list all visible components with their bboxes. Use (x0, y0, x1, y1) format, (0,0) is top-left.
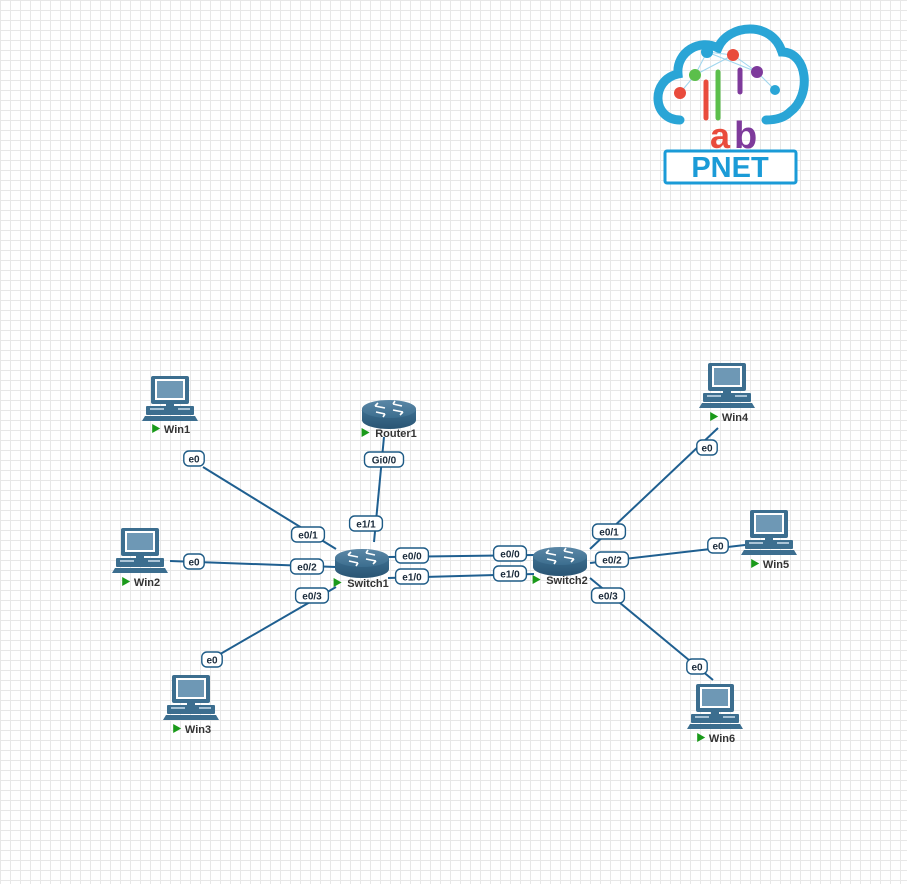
running-indicator-icon (751, 559, 760, 568)
port-label: e1/0 (492, 565, 528, 582)
node-win5[interactable]: Win5 (741, 510, 797, 571)
node-win3[interactable]: Win3 (163, 675, 219, 736)
svg-text:e0/2: e0/2 (602, 556, 622, 567)
port-label: e0/2 (594, 551, 630, 568)
running-indicator-icon (532, 575, 541, 584)
svg-text:e0/1: e0/1 (298, 531, 318, 542)
router-icon (335, 549, 389, 578)
port-label: e0/1 (290, 526, 326, 543)
port-label: e0 (201, 651, 223, 668)
pc-icon (687, 684, 743, 729)
svg-text:e0/0: e0/0 (500, 550, 520, 561)
pnet-lab-logo: a b PNET (653, 24, 809, 185)
running-indicator-icon (697, 733, 706, 742)
port-label: e0 (183, 450, 205, 467)
node-label: Win5 (763, 559, 789, 571)
node-label: Win6 (709, 733, 735, 745)
logo-brand-text: PNET (691, 152, 769, 184)
port-label: e0 (696, 439, 718, 456)
running-indicator-icon (173, 724, 182, 733)
port-label: e0/0 (394, 547, 430, 564)
lab-letters-icon (703, 67, 743, 121)
router-icon (533, 547, 587, 576)
svg-text:e0: e0 (691, 663, 703, 674)
node-win2[interactable]: Win2 (112, 528, 168, 589)
port-label: e0 (707, 537, 729, 554)
logo-lab-text: a (710, 115, 731, 156)
node-label: Win2 (134, 577, 160, 589)
port-label: e0/2 (289, 558, 325, 575)
running-indicator-icon (152, 424, 161, 433)
node-label: Win4 (722, 412, 749, 424)
pc-icon (163, 675, 219, 720)
svg-text:e0: e0 (701, 444, 713, 455)
router-icon (362, 400, 416, 429)
network-nodes-icon (674, 46, 780, 99)
svg-text:e0: e0 (188, 455, 200, 466)
node-win1[interactable]: Win1 (142, 376, 198, 436)
node-label: Win1 (164, 424, 190, 436)
node-win6[interactable]: Win6 (687, 684, 743, 745)
port-label: e0/0 (492, 545, 528, 562)
svg-text:e0/2: e0/2 (297, 563, 317, 574)
running-indicator-icon (122, 577, 131, 586)
svg-text:e0: e0 (206, 656, 218, 667)
port-label: e0 (686, 658, 708, 675)
pc-icon (741, 510, 797, 555)
node-switch1[interactable]: Switch1 (333, 549, 389, 590)
cloud-outline-icon (653, 24, 809, 125)
port-label: Gi0/0 (363, 451, 405, 468)
node-switch2[interactable]: Switch2 (532, 547, 588, 587)
port-labels-layer: e0 e0/1 e0 e0/2 e0 e0/3 Gi0/0 e1/1 e0/0 e0/0 e1/0 e… (183, 439, 729, 675)
port-label: e1/0 (394, 568, 430, 585)
port-label: e0/3 (590, 587, 626, 604)
port-label: e0/1 (591, 523, 627, 540)
svg-text:e0/3: e0/3 (598, 592, 618, 603)
svg-text:Gi0/0: Gi0/0 (372, 456, 397, 467)
port-label: e0 (183, 553, 205, 570)
node-label: Router1 (375, 428, 417, 440)
node-label: Switch1 (347, 578, 389, 590)
node-label: Win3 (185, 724, 211, 736)
svg-text:e0/0: e0/0 (402, 552, 422, 563)
port-label: e0/3 (294, 587, 330, 604)
node-label: Switch2 (546, 575, 588, 587)
node-router1[interactable]: Router1 (361, 400, 417, 440)
running-indicator-icon (710, 412, 719, 421)
pc-icon (699, 363, 755, 408)
links-layer (169, 427, 746, 681)
svg-text:e1/0: e1/0 (500, 570, 520, 581)
running-indicator-icon (361, 428, 370, 437)
svg-text:e0/1: e0/1 (599, 528, 619, 539)
svg-text:e1/0: e1/0 (402, 573, 422, 584)
node-win4[interactable]: Win4 (699, 363, 755, 424)
running-indicator-icon (333, 578, 342, 587)
svg-text:e0/3: e0/3 (302, 592, 322, 603)
pc-icon (112, 528, 168, 573)
svg-text:e1/1: e1/1 (356, 520, 376, 531)
port-label: e1/1 (348, 515, 384, 532)
pc-icon (142, 376, 198, 421)
logo-lab-b-text: b (734, 115, 757, 157)
svg-text:e0: e0 (712, 542, 724, 553)
svg-text:e0: e0 (188, 558, 200, 569)
